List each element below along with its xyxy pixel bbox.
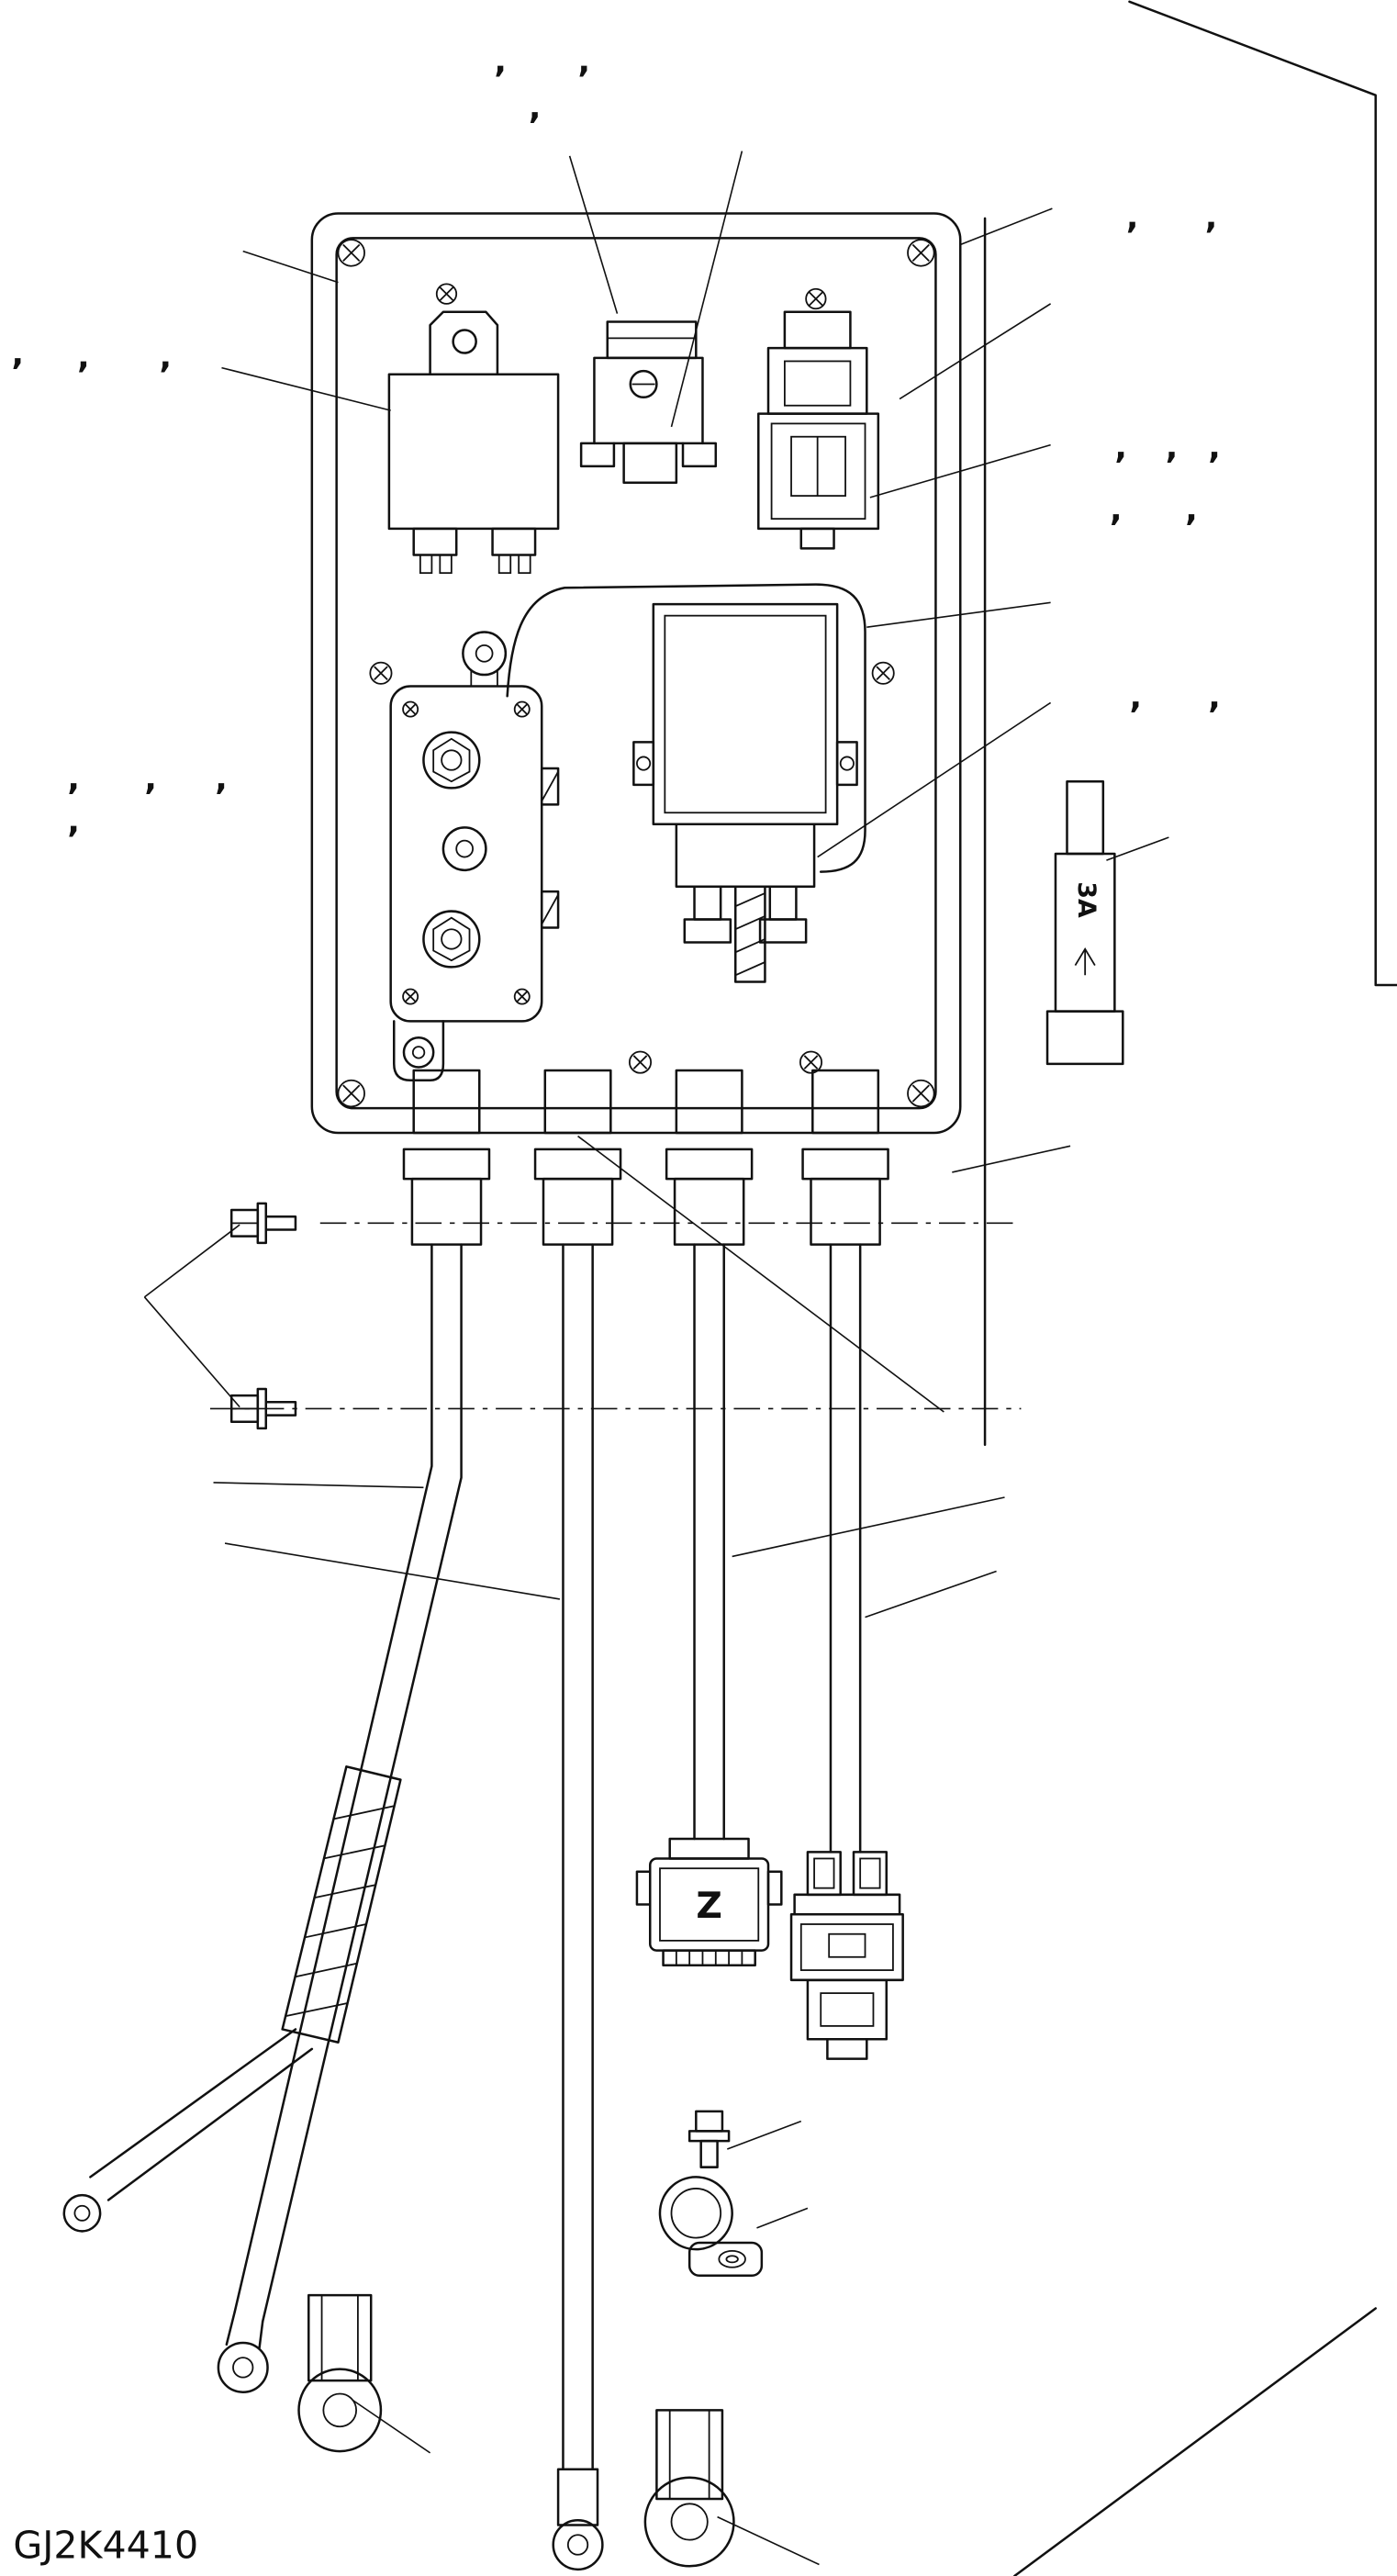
callout-mark: , bbox=[1129, 678, 1142, 716]
callout-mark: , bbox=[1166, 429, 1179, 466]
relay-box bbox=[310, 212, 962, 1135]
cable-2 bbox=[552, 1243, 604, 2571]
callout-mark: , bbox=[578, 43, 591, 81]
connector-z-label: Z bbox=[696, 1885, 722, 1927]
connector-b bbox=[789, 1851, 904, 2060]
fuse-3a: 3A bbox=[1045, 780, 1124, 1066]
sheet-border bbox=[1013, 0, 1397, 2576]
corner-screw-icon bbox=[337, 239, 935, 1108]
fusible-link-block bbox=[389, 631, 560, 1082]
fuse-rating-label: 3A bbox=[1072, 881, 1101, 918]
fuse-symbol-icon bbox=[1074, 946, 1096, 976]
mounting-bracket bbox=[579, 320, 718, 485]
callout-mark: , bbox=[77, 339, 90, 376]
callout-mark: , bbox=[1114, 429, 1127, 466]
ring-terminal-large-2 bbox=[643, 2409, 735, 2568]
leader-lines bbox=[143, 151, 1169, 2566]
terminal-stud-1 bbox=[422, 731, 481, 790]
connector-a bbox=[757, 287, 880, 550]
callout-mark: , bbox=[67, 760, 80, 798]
callout-mark: , bbox=[1185, 491, 1198, 529]
callout-mark: , bbox=[1110, 491, 1123, 529]
terminal-stud-2 bbox=[422, 910, 481, 969]
callout-mark: , bbox=[215, 760, 228, 798]
cable-glands bbox=[402, 1069, 889, 1246]
ring-terminal-cable2 bbox=[552, 2468, 604, 2571]
relay bbox=[387, 283, 560, 575]
clamp-bolt bbox=[687, 2110, 731, 2168]
callout-marks: ,,,,,,,,,,,,,,,,,,, bbox=[12, 43, 1221, 841]
cable-3: Z bbox=[635, 1243, 783, 1966]
callout-mark: , bbox=[1126, 199, 1139, 237]
branch-wire bbox=[62, 2028, 314, 2233]
centerlines bbox=[209, 1222, 1022, 1410]
drawing-number: GJ2K4410 bbox=[13, 2523, 198, 2567]
block-screw-icon bbox=[402, 700, 531, 1005]
gland-2 bbox=[533, 1069, 622, 1246]
gland-4 bbox=[801, 1069, 889, 1246]
gland-3 bbox=[665, 1069, 754, 1246]
callout-mark: , bbox=[1205, 199, 1218, 237]
callout-mark: , bbox=[160, 339, 173, 376]
harness-wire bbox=[506, 583, 866, 873]
callout-mark: , bbox=[494, 43, 507, 81]
cable-clamp bbox=[658, 2110, 764, 2277]
callout-mark: , bbox=[529, 89, 542, 127]
panel-screw-icon bbox=[369, 661, 895, 1074]
callout-mark: , bbox=[1208, 678, 1221, 716]
ring-terminal-cable1 bbox=[217, 2341, 269, 2393]
ring-terminal-large-1 bbox=[297, 2293, 383, 2453]
cable-1 bbox=[62, 1243, 463, 2393]
gland-1 bbox=[402, 1069, 491, 1246]
callout-mark: , bbox=[12, 335, 25, 373]
callout-mark: , bbox=[144, 760, 157, 798]
callout-mark: , bbox=[67, 803, 80, 841]
cable-4 bbox=[789, 1243, 904, 2060]
connector-z: Z bbox=[635, 1837, 783, 1966]
tape-sleeve bbox=[281, 1765, 402, 2044]
solenoid-relay bbox=[506, 583, 866, 983]
callout-mark: , bbox=[1208, 429, 1221, 466]
flange-bolt-1 bbox=[229, 1202, 297, 1245]
flange-bolt-2 bbox=[229, 1387, 297, 1430]
